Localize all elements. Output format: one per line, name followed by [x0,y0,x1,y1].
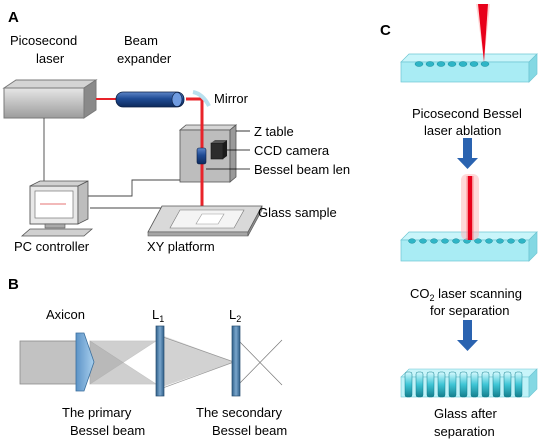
beam-expander-icon [115,91,185,108]
lens-l1-label: L1 [152,307,164,324]
lens-l1-icon [155,325,165,397]
separated-glass-pieces [400,368,538,398]
step3-label-line1: Glass after [434,406,498,421]
process-arrow-1 [457,138,478,169]
expander-label-line2: expander [117,51,172,66]
glass-sample-icon [195,213,225,225]
step1-label-line2: laser ablation [424,123,501,138]
step2-label-line1: CO2 laser scanning [410,286,522,303]
primary-beam-label-line2: Bessel beam [70,423,145,438]
laser-label-line1: Picosecond [10,33,77,48]
cables [43,118,180,209]
panel-label-a: A [8,9,19,26]
mirror-icon [192,90,211,107]
panel-label-c: C [380,22,391,39]
laser-label-line2: laser [36,51,65,66]
bessel-lens-icon [196,147,207,165]
lens-l2-label: L2 [229,307,241,324]
picosecond-laser-icon [2,79,98,119]
co2-laser-beam [461,174,479,240]
z-table-label: Z table [254,124,294,139]
axicon-icon [75,332,95,392]
bessel-laser-cone [476,4,490,62]
lens-l2-icon [231,325,241,397]
axicon-label: Axicon [46,307,85,322]
ccd-camera-label: CCD camera [254,143,330,158]
z-table-icon [178,124,238,183]
pc-controller-label: PC controller [14,239,90,254]
primary-beam-label-line1: The primary [62,405,132,420]
expander-label-line1: Beam [124,33,158,48]
secondary-beam-label-line1: The secondary [196,405,282,420]
xy-platform-label: XY platform [147,239,215,254]
glass-sample-label: Glass sample [258,205,337,220]
bessel-beam-pattern [89,335,283,390]
bessel-lens-label: Bessel beam len [254,162,350,177]
process-arrow-2 [457,320,478,351]
pc-controller-icon [20,180,94,237]
glass-slab-step1 [400,53,538,83]
secondary-beam-label-line2: Bessel beam [212,423,287,438]
panel-label-b: B [8,276,19,293]
incoming-beam [19,340,79,385]
ccd-camera-icon [210,140,227,160]
step1-label-line1: Picosecond Bessel [412,106,522,121]
step3-label-line2: separation [434,424,495,439]
mirror-label: Mirror [214,91,249,106]
step2-label-line2: for separation [430,303,510,318]
